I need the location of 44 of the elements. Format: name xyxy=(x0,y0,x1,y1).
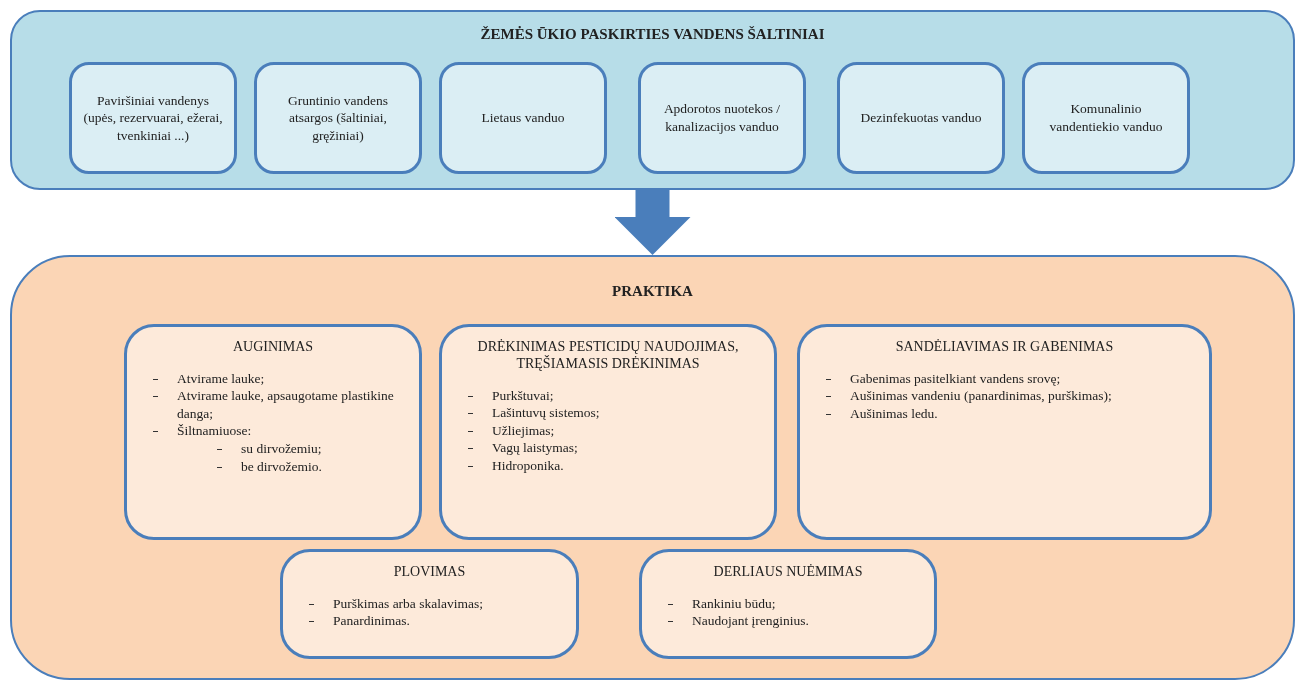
box-heading: SANDĖLIAVIMAS IR GABENIMAS xyxy=(894,339,1115,356)
source-box xyxy=(254,62,422,174)
list-item: Aušinimas ledu. xyxy=(850,405,938,421)
source-box xyxy=(837,62,1005,174)
panel-title: ŽEMĖS ŪKIO PASKIRTIES VANDENS ŠALTINIAI xyxy=(479,26,826,43)
practice-box xyxy=(639,549,937,659)
box-text: Gruntinio vandens atsargos (šaltiniai, gręžiniai) xyxy=(286,91,390,145)
source-panel xyxy=(10,10,1295,190)
practice-box xyxy=(439,324,777,540)
box-text: Komunalinio vandentiekio vanduo xyxy=(1048,100,1164,136)
list-item: Rankiniu būdu; xyxy=(692,595,776,611)
list-item: Aušinimas vandeniu (panardinimas, purškimas); xyxy=(850,388,1112,404)
list-item: Atvirame lauke, apsaugotame plastikine danga; xyxy=(177,388,394,421)
box-text: Lietaus vanduo xyxy=(481,109,565,127)
list-item: Šiltnamiuose: xyxy=(177,423,252,439)
list-item: be dirvožemio. xyxy=(241,458,322,474)
list-item: Hidroponika. xyxy=(492,457,564,473)
box-text: Paviršiniai vandenys (upės, rezervuarai, ežerai, tvenkiniai ...) xyxy=(82,91,224,145)
list-item: Vagų laistymas; xyxy=(492,440,578,456)
practice-box xyxy=(124,324,422,540)
list-item: su dirvožemiu; xyxy=(241,441,322,456)
list-item: Panardinimas. xyxy=(333,613,410,629)
list-item: Purkštuvai; xyxy=(492,387,554,403)
panel-title: PRAKTIKA xyxy=(611,283,694,300)
box-text: Apdorotos nuotekos / kanalizacijos vanduo xyxy=(662,100,782,136)
source-box xyxy=(638,62,806,174)
box-heading: DRĖKINIMAS PESTICIDŲ NAUDOJIMAS, TRĘŠIAMASIS DRĖKINIMAS xyxy=(476,339,740,373)
block-arrow xyxy=(614,190,691,255)
list-item: Gabenimas pasitelkiant vandens srovę; xyxy=(850,370,1061,386)
source-box xyxy=(69,62,237,174)
list-item: Užliejimas; xyxy=(492,422,555,438)
box-heading: PLOVIMAS xyxy=(392,564,467,581)
box-heading: AUGINIMAS xyxy=(231,339,315,356)
box-heading: DERLIAUS NUĖMIMAS xyxy=(712,564,864,581)
list-item: Lašintuvų sistemos; xyxy=(492,405,600,421)
source-box xyxy=(1022,62,1190,174)
source-box xyxy=(439,62,607,174)
practice-box xyxy=(280,549,579,659)
list-item: Purškimas arba skalavimas; xyxy=(333,595,483,611)
list-item: Naudojant įrenginius. xyxy=(692,613,809,629)
practice-box xyxy=(797,324,1212,540)
practice-panel xyxy=(10,255,1295,680)
list-item: Atvirame lauke; xyxy=(177,370,265,386)
box-text: Dezinfekuotas vanduo xyxy=(860,109,982,127)
